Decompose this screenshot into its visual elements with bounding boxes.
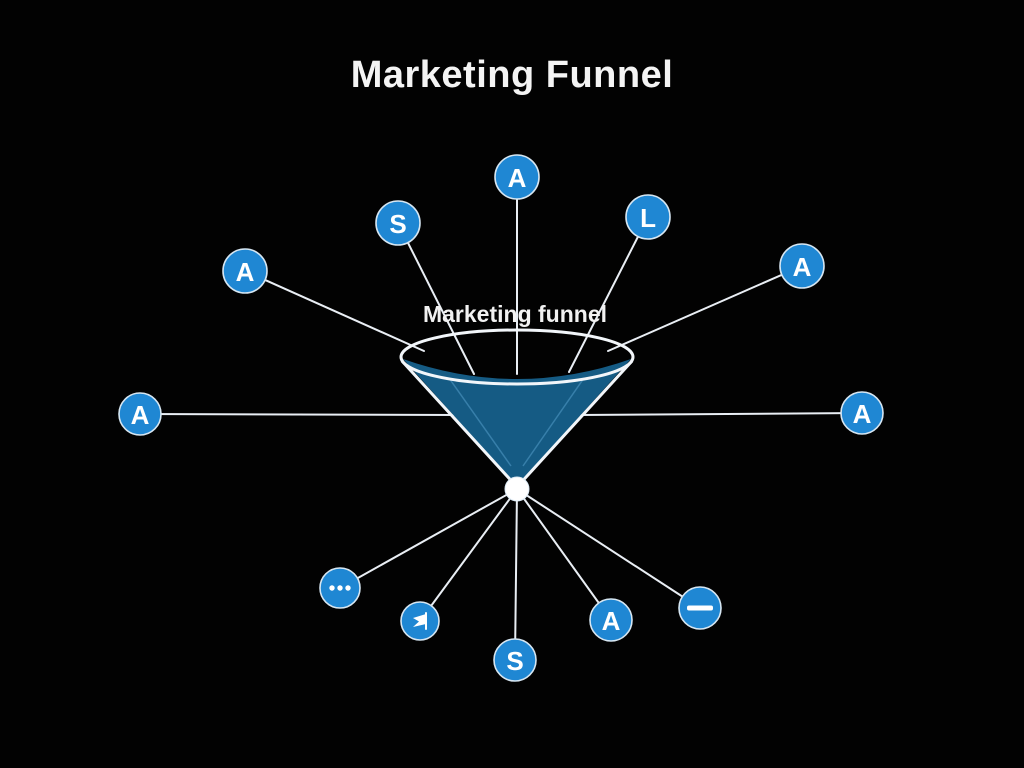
node-circle[interactable] (375, 200, 421, 246)
connector-line (577, 412, 863, 416)
node-label: A (793, 252, 812, 282)
connector-line (244, 270, 425, 352)
funnel-body (403, 359, 631, 486)
node-circle[interactable] (118, 392, 162, 436)
funnel-label: Marketing funnel (423, 301, 607, 327)
page-title: Marketing Funnel (350, 54, 674, 96)
connector-line (607, 265, 803, 352)
node-upper-l[interactable]: L (625, 194, 671, 240)
funnel-inner-shading (522, 377, 585, 467)
connector-line (339, 488, 518, 589)
node-upper-right-a[interactable]: A (779, 243, 825, 289)
flag-icon (413, 612, 427, 630)
funnel-tip-dot (504, 476, 530, 502)
connector-line (419, 488, 518, 622)
connector-line (568, 216, 649, 373)
nodes: A S L A A A A S A (118, 154, 884, 682)
node-label: A (853, 399, 872, 429)
node-mid-right-a[interactable]: A (840, 391, 884, 435)
node-bottom-s[interactable]: S (493, 638, 537, 682)
node-label: A (602, 606, 621, 636)
node-label: S (389, 209, 406, 239)
node-bottom-flag[interactable] (400, 601, 440, 641)
minus-icon (687, 605, 713, 611)
node-circle[interactable] (494, 154, 540, 200)
connector-lines (139, 176, 863, 661)
connector-line (514, 488, 518, 661)
funnel-graphic: Marketing funnel (399, 301, 635, 502)
connector-line (516, 488, 612, 621)
node-circle[interactable] (589, 598, 633, 642)
node-top-a[interactable]: A (494, 154, 540, 200)
node-bottom-a[interactable]: A (589, 598, 633, 642)
node-circle[interactable] (840, 391, 884, 435)
node-mid-left-a[interactable]: A (118, 392, 162, 436)
ellipsis-icon (329, 585, 351, 591)
node-label: A (236, 257, 255, 287)
node-bottom-minus[interactable] (678, 586, 722, 630)
node-bottom-dots[interactable] (319, 567, 361, 609)
funnel-rim (399, 328, 635, 386)
node-circle[interactable] (779, 243, 825, 289)
node-circle[interactable] (493, 638, 537, 682)
node-circle[interactable] (222, 248, 268, 294)
connector-line (139, 413, 459, 416)
node-upper-s[interactable]: S (375, 200, 421, 246)
node-label: L (640, 203, 656, 233)
connector-line (516, 488, 701, 609)
node-label: A (508, 163, 527, 193)
node-label: A (131, 400, 150, 430)
connector-line (397, 222, 475, 375)
node-upper-left-a[interactable]: A (222, 248, 268, 294)
funnel-inner-shading (448, 377, 512, 467)
node-circle[interactable] (625, 194, 671, 240)
node-label: S (506, 646, 523, 676)
